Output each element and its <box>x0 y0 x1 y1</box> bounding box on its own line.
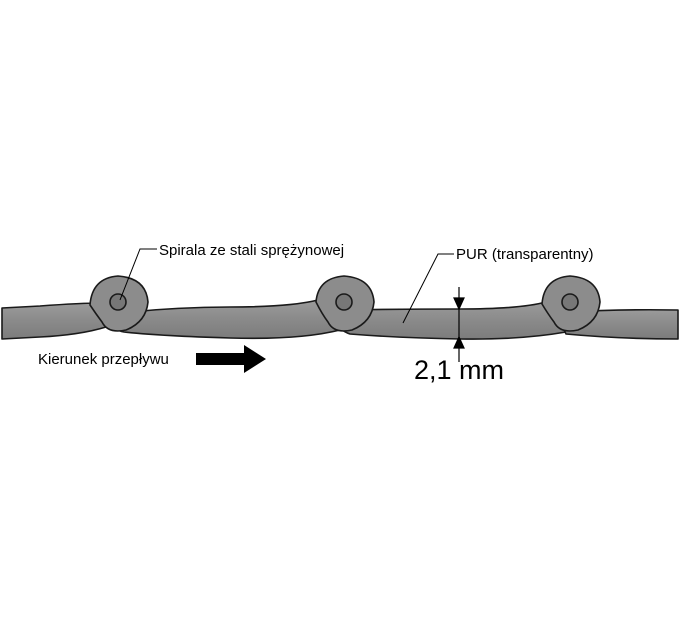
spring-steel-pins <box>109 293 579 311</box>
thickness-label: 2,1 mm <box>414 355 504 385</box>
dimension-arrow-top <box>453 297 465 311</box>
spiral-leader-line <box>119 248 157 301</box>
leader-lines <box>119 248 454 324</box>
pin-1 <box>109 293 127 311</box>
belt-segment-1 <box>1 302 107 340</box>
pin-3 <box>561 293 579 311</box>
dimension-arrow-bottom <box>453 335 465 349</box>
flow-direction-label: Kierunek przepływu <box>38 351 169 368</box>
flow-direction-arrow <box>196 345 266 373</box>
thickness-dimension <box>453 287 465 362</box>
material-label: PUR (transparentny) <box>456 246 594 263</box>
spiral-label: Spirala ze stali sprężynowej <box>159 242 344 259</box>
pin-2 <box>335 293 353 311</box>
material-leader-line <box>402 253 454 324</box>
